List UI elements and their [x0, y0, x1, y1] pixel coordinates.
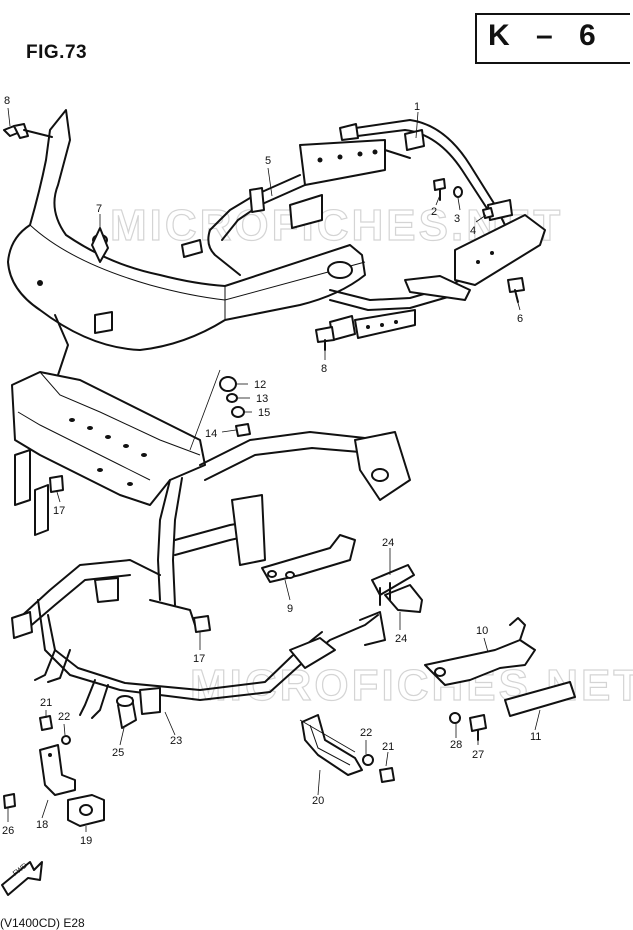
part-18-bracket	[39, 744, 76, 796]
callout-14: 14	[205, 428, 217, 440]
callout-1: 1	[414, 101, 420, 113]
callout-9: 9	[287, 603, 293, 615]
part-26-bolt	[3, 793, 16, 809]
callout-27: 27	[472, 749, 484, 761]
page-code-dash: –	[536, 19, 555, 52]
callout-3: 3	[454, 213, 460, 225]
part-6-bolt	[507, 277, 525, 303]
callout-5: 5	[265, 155, 271, 167]
callout-13: 13	[256, 393, 268, 405]
front-headstock-bracket	[11, 314, 206, 536]
part-15-collar	[231, 406, 245, 418]
callout-10: 10	[476, 625, 488, 637]
callout-18: 18	[36, 819, 48, 831]
main-tube-frame	[149, 431, 411, 626]
callout-11: 11	[530, 731, 541, 743]
part-17-bolt-left	[49, 475, 64, 493]
callout-21-right: 21	[382, 741, 394, 753]
part-19-clamp	[67, 794, 105, 827]
callout-22-right: 22	[360, 727, 372, 739]
part-23-lower-cradle	[11, 559, 386, 719]
part-21-bolt-right	[379, 767, 395, 783]
figure-label: FIG.73	[26, 42, 88, 63]
page-code-number: 6	[579, 19, 598, 52]
callout-4: 4	[470, 225, 476, 237]
page-code-letter: K	[488, 19, 512, 52]
part-5-rear-subframe	[181, 139, 411, 276]
part-8-bolt-top	[3, 123, 53, 139]
callout-21-left: 21	[40, 697, 52, 709]
callout-15: 15	[258, 407, 270, 419]
callout-22-left: 22	[58, 711, 70, 723]
callout-26: 26	[2, 825, 14, 837]
part-11-plate	[504, 681, 576, 717]
part-13-spacer	[226, 393, 238, 403]
callout-6: 6	[517, 313, 523, 325]
fwd-arrow: FWD	[1, 861, 43, 896]
callout-25: 25	[112, 747, 124, 759]
callout-8-lower: 8	[321, 363, 327, 375]
callout-24-bottom: 24	[395, 633, 407, 645]
leader-lines	[7, 107, 541, 832]
callout-7: 7	[96, 203, 102, 215]
callout-20: 20	[312, 795, 324, 807]
part-22-nut-right	[362, 754, 374, 766]
part-28-washer	[449, 712, 461, 724]
part-25-spacer	[116, 695, 137, 729]
part-10-bracket	[424, 617, 536, 686]
callout-8-top: 8	[4, 95, 10, 107]
callout-24-top: 24	[382, 537, 394, 549]
rear-subframe-right	[329, 214, 546, 341]
part-20-bracket	[301, 714, 363, 776]
callout-17-left: 17	[53, 505, 65, 517]
part-17-bolt-center	[193, 615, 211, 633]
part-12-rubber-mount	[219, 376, 237, 392]
callout-12: 12	[254, 379, 266, 391]
callout-19: 19	[80, 835, 92, 847]
callout-17-center: 17	[193, 653, 205, 665]
part-1-seat-rail	[339, 119, 513, 226]
callout-28: 28	[450, 739, 462, 751]
part-3-washer	[453, 186, 463, 198]
callout-numbers: 1 5 7 2 3 4 6 8 8 12 13 15 14 17 17 9 24…	[2, 95, 541, 847]
part-14-bolt	[235, 423, 251, 437]
page-code-box	[475, 13, 630, 64]
part-22-nut-left	[61, 735, 71, 745]
callout-23: 23	[170, 735, 182, 747]
part-9-bracket	[261, 534, 356, 583]
callout-2: 2	[431, 206, 437, 218]
part-24-bracket	[371, 564, 423, 613]
page-code: K – 6	[488, 19, 598, 53]
part-21-bolt-left	[39, 715, 53, 731]
part-7-cowl-bracket	[7, 109, 366, 351]
footer-code: (V1400CD) E28	[0, 916, 85, 930]
